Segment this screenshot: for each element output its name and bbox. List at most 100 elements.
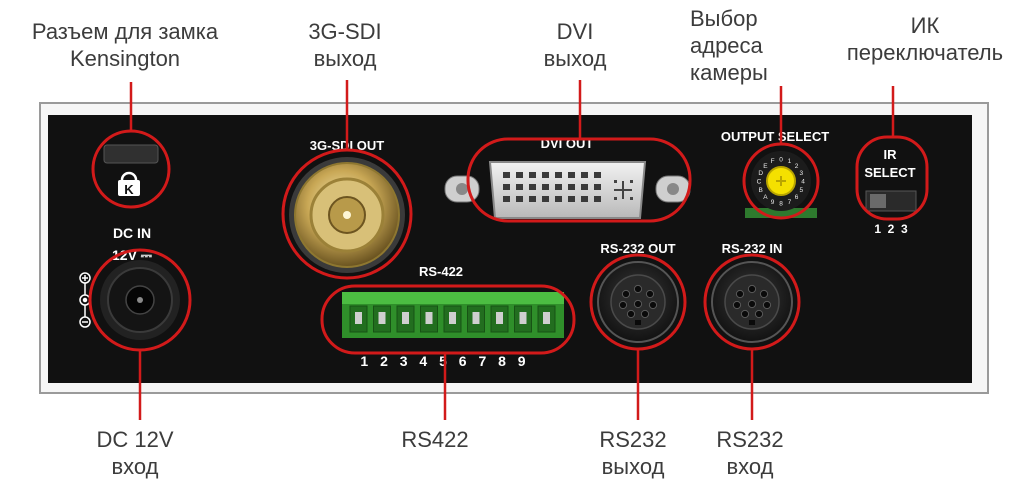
callout-dc: DC 12V вход bbox=[70, 426, 200, 480]
rs422-screw bbox=[543, 312, 550, 324]
callout-address-line1: Выбор bbox=[690, 6, 758, 31]
dvi-pin-grid bbox=[503, 172, 601, 202]
ir-select-positions: 1 2 3 bbox=[874, 222, 908, 236]
callout-rs232in-line1: RS232 bbox=[716, 427, 784, 452]
rs422-pin-numbers: 1 2 3 4 5 6 7 8 9 bbox=[360, 353, 529, 369]
svg-text:K: K bbox=[124, 182, 134, 197]
din-pin bbox=[747, 299, 757, 309]
rs422-screw bbox=[519, 312, 527, 324]
rs422-screw bbox=[449, 312, 456, 324]
din-pin bbox=[640, 309, 650, 319]
dvi-pin bbox=[594, 172, 601, 178]
dvi-pin bbox=[529, 184, 536, 190]
din-pin bbox=[618, 300, 628, 310]
dvi-pin bbox=[594, 184, 601, 190]
callout-rs422-line1: RS422 bbox=[401, 427, 469, 452]
dvi-pin bbox=[529, 172, 536, 178]
rotary-digit: A bbox=[763, 194, 768, 201]
rotary-digit: 0 bbox=[779, 157, 783, 164]
callout-sdi-line1: 3G-SDI bbox=[308, 19, 382, 44]
dc-in-label: DC IN bbox=[113, 225, 151, 241]
dvi-pin bbox=[529, 196, 536, 202]
callout-ir-line1: ИК bbox=[910, 13, 940, 38]
callout-rs232in-line2: вход bbox=[726, 454, 774, 479]
panel-body bbox=[48, 115, 972, 383]
rs422-screw bbox=[472, 312, 480, 324]
lock-icon: K bbox=[118, 171, 140, 197]
callout-rs232out-line1: RS232 bbox=[599, 427, 667, 452]
ir-select-switch bbox=[865, 190, 917, 212]
rotary-digit: 6 bbox=[795, 194, 799, 201]
rs422-label: RS-422 bbox=[419, 264, 463, 279]
callout-rs232out-line2: выход bbox=[601, 454, 665, 479]
din-key bbox=[635, 320, 641, 325]
dvi-pin bbox=[503, 196, 510, 202]
dvi-pin bbox=[568, 172, 575, 178]
leader-lines bbox=[129, 80, 895, 420]
rotary-digit: F bbox=[771, 158, 775, 165]
callout-ir: ИК переключатель bbox=[830, 12, 1020, 66]
din-pin bbox=[621, 289, 631, 299]
din-pin bbox=[747, 284, 757, 294]
din-pin bbox=[754, 309, 764, 319]
rs422-terminal-block bbox=[342, 292, 564, 338]
callout-dc-line1: DC 12V bbox=[96, 427, 174, 452]
din-key bbox=[749, 320, 755, 325]
din-pin bbox=[732, 300, 742, 310]
polarity-icon bbox=[79, 272, 91, 328]
rs422-screw bbox=[355, 312, 362, 324]
highlight-rs422 bbox=[320, 284, 576, 355]
callout-ir-line2: переключатель bbox=[846, 40, 1004, 65]
rotary-digit: 8 bbox=[779, 201, 783, 208]
rotary-digit: 4 bbox=[801, 179, 805, 186]
callout-sdi: 3G-SDI выход bbox=[290, 18, 400, 72]
rotary-digit: 2 bbox=[795, 163, 799, 170]
rotary-digit: 9 bbox=[771, 199, 775, 206]
dvi-pin bbox=[503, 172, 510, 178]
callout-sdi-line2: выход bbox=[313, 46, 377, 71]
callout-dvi-line2: выход bbox=[543, 46, 607, 71]
dvi-pin bbox=[568, 196, 575, 202]
rs422-screw bbox=[402, 312, 409, 324]
callout-rs422: RS422 bbox=[380, 426, 490, 453]
rs232-out-label: RS-232 OUT bbox=[600, 241, 675, 256]
rs422-screw bbox=[378, 312, 386, 324]
callout-dvi-line1: DVI bbox=[556, 19, 594, 44]
din-pin bbox=[633, 299, 643, 309]
dvi-out-connector bbox=[444, 161, 691, 219]
callout-address: Выбор адреса камеры bbox=[690, 5, 800, 86]
din-pin bbox=[759, 289, 769, 299]
dvi-pin bbox=[503, 184, 510, 190]
callout-dc-line2: вход bbox=[111, 454, 159, 479]
dvi-pin bbox=[555, 196, 562, 202]
dvi-pin bbox=[516, 172, 523, 178]
dvi-pin bbox=[581, 184, 588, 190]
dvi-pin bbox=[516, 196, 523, 202]
din-pin bbox=[626, 309, 636, 319]
rotary-digit: C bbox=[757, 179, 762, 186]
rs232-in-connector bbox=[711, 261, 793, 343]
callout-dvi: DVI выход bbox=[530, 18, 620, 72]
kensington-slot: K bbox=[103, 144, 159, 197]
callout-kensington-line1: Разъем для замка bbox=[31, 19, 219, 44]
ir-select-label-line1: IR bbox=[884, 147, 898, 162]
din-pin bbox=[735, 289, 745, 299]
callout-rs232out: RS232 выход bbox=[578, 426, 688, 480]
din-pin bbox=[740, 309, 750, 319]
dvi-pin bbox=[555, 184, 562, 190]
rs422-screw bbox=[496, 312, 503, 324]
rotary-digit: 1 bbox=[788, 158, 792, 165]
dvi-pin bbox=[516, 184, 523, 190]
rotary-digit: 3 bbox=[800, 170, 804, 177]
dvi-pin bbox=[542, 184, 549, 190]
rotary-digit: E bbox=[763, 163, 768, 170]
rs422-screw bbox=[425, 312, 433, 324]
rs232-in-label: RS-232 IN bbox=[722, 241, 783, 256]
rotary-digit: D bbox=[758, 170, 763, 177]
sdi-out-connector bbox=[289, 157, 405, 273]
din-pin bbox=[762, 300, 772, 310]
dvi-pin bbox=[568, 184, 575, 190]
